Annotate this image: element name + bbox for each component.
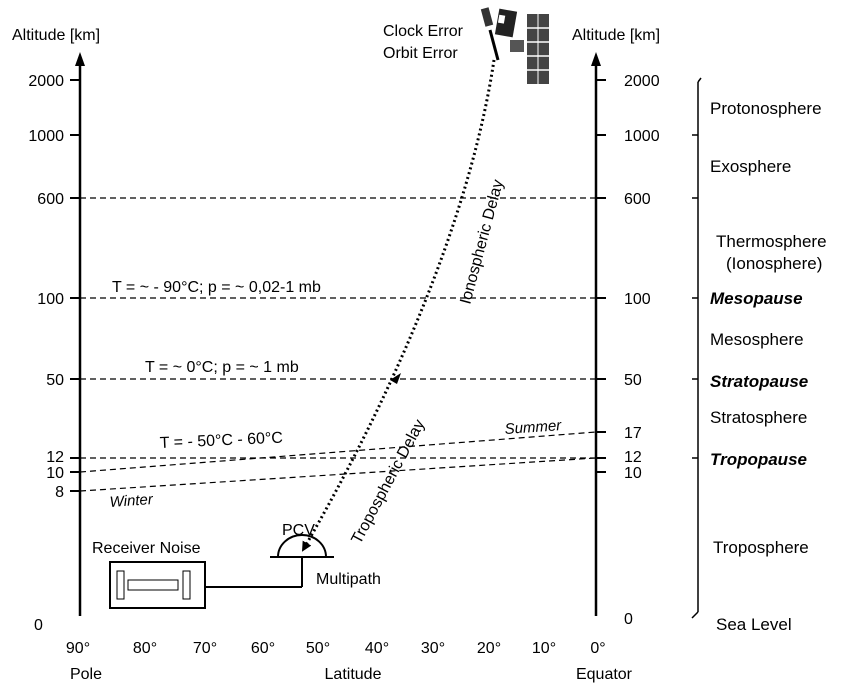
latitude-ticks: 90° 80° 70° 60° 50° 40° 30° 20° 10° 0°	[66, 640, 606, 657]
signal-path	[301, 59, 496, 552]
left-tick-10: 10	[46, 465, 64, 482]
left-tick-8: 8	[55, 484, 64, 501]
pole-label: Pole	[70, 666, 102, 683]
left-axis-title: Altitude [km]	[12, 27, 100, 44]
right-tick-100: 100	[624, 291, 651, 308]
tropospheric-delay-label: Tropospheric Delay	[349, 417, 429, 547]
lat-tick-60: 60°	[251, 640, 275, 657]
layer-troposphere: Troposphere	[713, 538, 809, 557]
mesopause-conditions: T = ~ - 90°C; p = ~ 0,02-1 mb	[112, 279, 321, 296]
receiver-icon	[109, 561, 206, 609]
lat-tick-0: 0°	[590, 640, 605, 657]
lat-tick-10: 10°	[532, 640, 556, 657]
lat-tick-30: 30°	[421, 640, 445, 657]
left-tick-600: 600	[37, 191, 64, 208]
layer-exosphere: Exosphere	[710, 157, 791, 176]
left-tick-0: 0	[34, 617, 43, 634]
lat-tick-90: 90°	[66, 640, 90, 657]
antenna-icon	[205, 534, 334, 588]
layer-ionosphere: (Ionosphere)	[726, 254, 822, 273]
multipath-label: Multipath	[316, 571, 381, 588]
equator-label: Equator	[576, 666, 633, 683]
summer-label: Summer	[504, 417, 563, 438]
layer-stratosphere: Stratosphere	[710, 408, 807, 427]
left-axis	[70, 52, 85, 616]
layer-stratopause: Stratopause	[710, 372, 808, 391]
ionospheric-delay-label: Ionospheric Delay	[457, 178, 507, 306]
layer-thermosphere: Thermosphere	[716, 232, 827, 251]
layer-mesosphere: Mesosphere	[710, 330, 804, 349]
right-tick-0: 0	[624, 611, 633, 628]
left-tick-100: 100	[37, 291, 64, 308]
lat-tick-50: 50°	[306, 640, 330, 657]
altitude-dashed-lines	[79, 197, 597, 492]
lat-tick-70: 70°	[193, 640, 217, 657]
right-tick-10: 10	[624, 465, 642, 482]
satellite-icon	[480, 7, 549, 84]
right-tick-2000: 2000	[624, 73, 660, 90]
lat-tick-80: 80°	[133, 640, 157, 657]
right-tick-17: 17	[624, 425, 642, 442]
right-tick-1000: 1000	[624, 128, 660, 145]
layer-mesopause: Mesopause	[710, 289, 803, 308]
stratopause-conditions: T = ~ 0°C; p = ~ 1 mb	[145, 359, 299, 376]
tropopause-conditions: T = - 50°C - 60°C	[159, 430, 283, 452]
latitude-label: Latitude	[325, 666, 382, 683]
left-tick-1000: 1000	[28, 128, 64, 145]
right-axis-title: Altitude [km]	[572, 27, 660, 44]
mid-arrow-icon	[390, 373, 401, 384]
receiver-noise-label: Receiver Noise	[92, 540, 201, 557]
layer-bracket	[691, 77, 702, 619]
orbit-error-label: Orbit Error	[383, 45, 458, 62]
right-axis	[591, 52, 606, 616]
right-tick-12: 12	[624, 449, 642, 466]
layer-tropopause: Tropopause	[710, 450, 807, 469]
winter-label: Winter	[109, 491, 154, 511]
layer-protonosphere: Protonosphere	[710, 99, 822, 118]
left-tick-50: 50	[46, 372, 64, 389]
right-tick-50: 50	[624, 372, 642, 389]
pcv-label: PCV	[282, 522, 315, 539]
lat-tick-20: 20°	[477, 640, 501, 657]
left-tick-2000: 2000	[28, 73, 64, 90]
clock-error-label: Clock Error	[383, 23, 464, 40]
right-tick-600: 600	[624, 191, 651, 208]
layer-sea-level: Sea Level	[716, 615, 792, 634]
left-tick-12: 12	[46, 449, 64, 466]
lat-tick-40: 40°	[365, 640, 389, 657]
